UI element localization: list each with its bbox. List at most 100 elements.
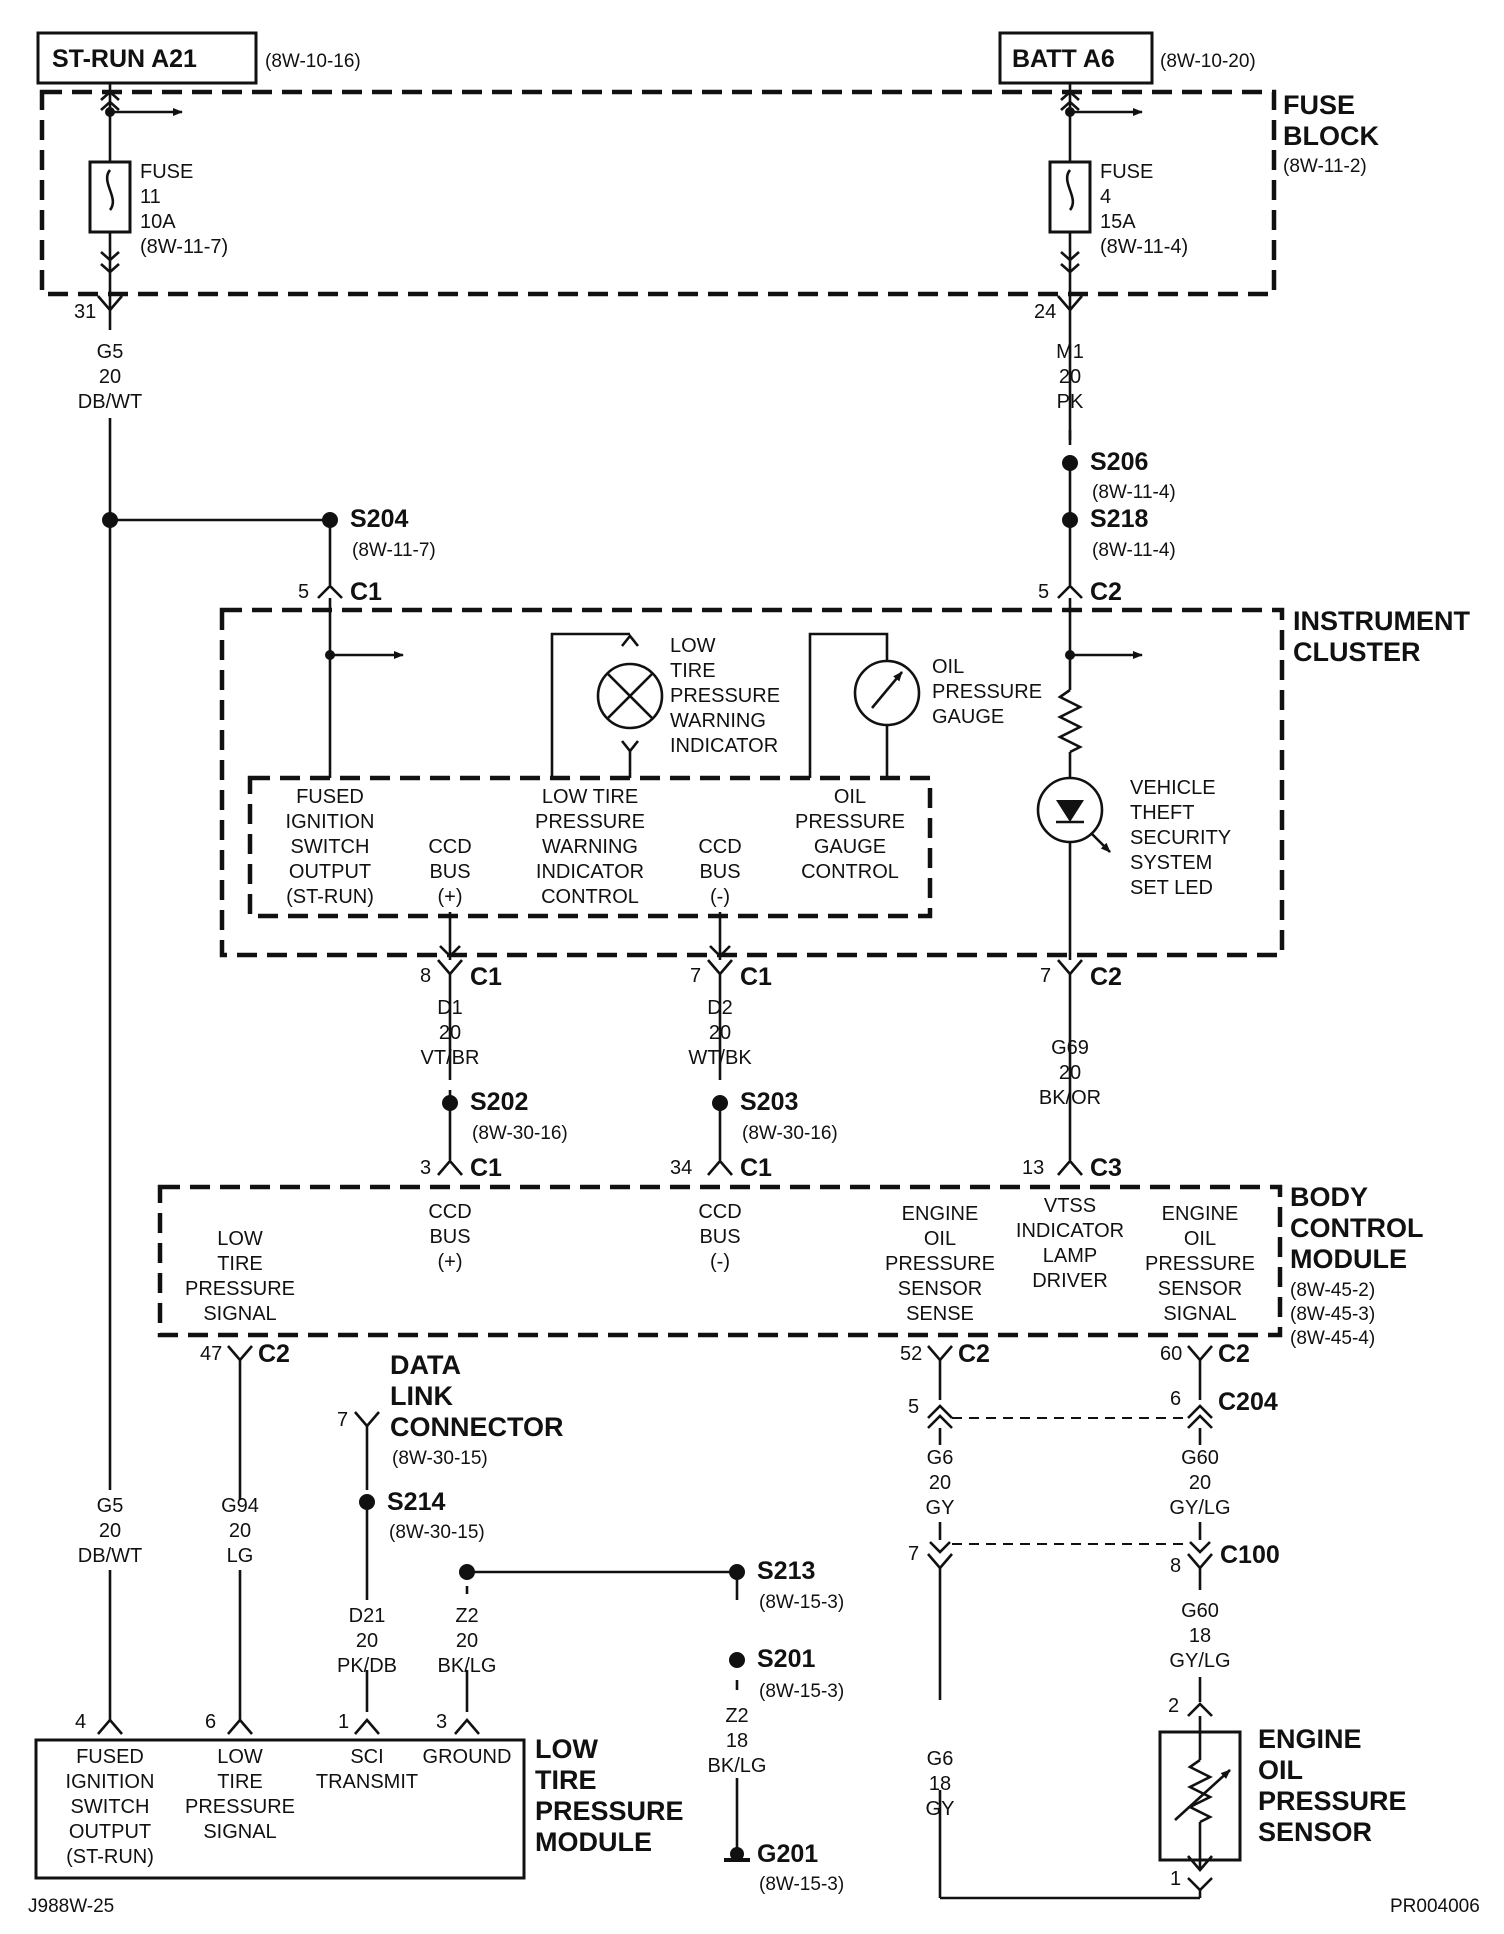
ltpm-low-tire-3: PRESSURE xyxy=(185,1796,295,1818)
ltpm-fused-ign-4: OUTPUT xyxy=(69,1821,151,1843)
oil-gauge-2: PRESSURE xyxy=(932,681,1042,703)
splice-s203: S203 xyxy=(740,1088,798,1116)
ic-c2-7-name: C2 xyxy=(1090,963,1122,991)
wire-g94-2: 20 xyxy=(229,1520,251,1542)
bcm-ccd-minus-2: BUS xyxy=(699,1226,740,1248)
wire-d2-2: 20 xyxy=(709,1022,731,1044)
low-tire-indicator-5: INDICATOR xyxy=(670,735,778,757)
ic-ccd-plus-1: CCD xyxy=(428,836,471,858)
bcm-vtss-3: LAMP xyxy=(1043,1245,1097,1267)
dlc-title-2: LINK xyxy=(390,1381,453,1411)
c100-name: C100 xyxy=(1220,1541,1280,1569)
wire-z2-18-1: Z2 xyxy=(725,1705,748,1727)
ic-oil-ctrl-3: GAUGE xyxy=(814,836,886,858)
splice-s213-ref: (8W-15-3) xyxy=(759,1592,844,1613)
ic-fused-ign-2: IGNITION xyxy=(286,811,375,833)
wire-g5-top-3: DB/WT xyxy=(78,391,142,413)
ic-low-tire-ctrl-2: PRESSURE xyxy=(535,811,645,833)
wire-g5-bottom-3: DB/WT xyxy=(78,1545,142,1567)
wire-d2-1: D2 xyxy=(707,997,733,1019)
ic-c2-7-pin: 7 xyxy=(1040,965,1051,987)
st-run-label: ST-RUN A21 xyxy=(52,45,197,73)
fuse-11-line-2: 11 xyxy=(140,186,161,208)
st-run-ref: (8W-10-16) xyxy=(265,51,361,72)
wire-g5-bottom-2: 20 xyxy=(99,1520,121,1542)
ltpm-low-tire-1: LOW xyxy=(217,1746,263,1768)
fuse-11-line-3: 10A xyxy=(140,211,176,233)
ic-low-tire-ctrl-3: WARNING xyxy=(542,836,638,858)
ic-c1-in-name: C1 xyxy=(350,578,382,606)
fuse-block-title-1: FUSE xyxy=(1283,90,1355,120)
wire-z2-20-1: Z2 xyxy=(455,1605,478,1627)
wire-g6-18-3: GY xyxy=(926,1798,955,1820)
bcm-title-3: MODULE xyxy=(1290,1244,1407,1274)
dlc-title-3: CONNECTOR xyxy=(390,1412,564,1442)
low-tire-warning-lamp xyxy=(550,632,664,778)
low-tire-indicator-4: WARNING xyxy=(670,710,766,732)
instrument-cluster-title-2: CLUSTER xyxy=(1293,637,1421,667)
pin-31: 31 xyxy=(74,301,96,323)
c100-pin-left: 7 xyxy=(908,1543,919,1565)
bcm-c2-52-pin: 52 xyxy=(900,1343,922,1365)
sensor-title-3: PRESSURE xyxy=(1258,1786,1407,1816)
wire-z2-20-3: BK/LG xyxy=(438,1655,497,1677)
batt-source-box xyxy=(998,31,1154,85)
ltpm-pin-6: 6 xyxy=(205,1711,216,1733)
wire-g60-18-2: 18 xyxy=(1189,1625,1211,1647)
bcm-ccd-plus-3: (+) xyxy=(438,1251,463,1273)
wire-g60-20-2: 20 xyxy=(1189,1472,1211,1494)
vts-led-5: SET LED xyxy=(1130,877,1213,899)
ic-fused-ign-wire xyxy=(325,598,404,778)
ic-c1-7-pin: 7 xyxy=(690,965,701,987)
st-run-source-box xyxy=(36,31,258,85)
pin-24: 24 xyxy=(1034,301,1056,323)
wire-g60-20-1: G60 xyxy=(1181,1447,1219,1469)
bcm-title-1: BODY xyxy=(1290,1182,1368,1212)
ic-c1-8-name: C1 xyxy=(470,963,502,991)
wire-z2-20-2: 20 xyxy=(456,1630,478,1652)
splice-s218-ref: (8W-11-4) xyxy=(1092,540,1176,561)
wire-g5-top-1: G5 xyxy=(97,341,124,363)
ltpm-fused-ign-1: FUSED xyxy=(76,1746,144,1768)
wire-m1-2: 20 xyxy=(1059,366,1081,388)
wire-g5-top-2: 20 xyxy=(99,366,121,388)
bcm-oil-signal-2: OIL xyxy=(1184,1228,1216,1250)
wire-d2-3: WT/BK xyxy=(688,1047,752,1069)
ltpm-pin-4: 4 xyxy=(75,1711,86,1733)
fuse-4-line-2: 4 xyxy=(1100,186,1111,208)
c204-pin-left: 5 xyxy=(908,1396,919,1418)
wire-d21-2: 20 xyxy=(356,1630,378,1652)
batt-ref: (8W-10-20) xyxy=(1160,51,1256,72)
batt-label: BATT A6 xyxy=(1012,45,1115,73)
splice-s206-ref: (8W-11-4) xyxy=(1092,482,1176,503)
bcm-vtss-2: INDICATOR xyxy=(1016,1220,1124,1242)
oil-pressure-gauge-icon xyxy=(808,632,921,778)
ic-low-tire-ctrl-4: INDICATOR xyxy=(536,861,644,883)
splice-g201-ref: (8W-15-3) xyxy=(759,1874,844,1895)
sensor-title-4: SENSOR xyxy=(1258,1817,1372,1847)
wire-d1-3: VT/BR xyxy=(421,1047,480,1069)
wire-z2-18-3: BK/LG xyxy=(708,1755,767,1777)
fuse-4-line-1: FUSE xyxy=(1100,161,1153,183)
fuse-block-title-2: BLOCK xyxy=(1283,121,1379,151)
bcm-oil-sense-5: SENSE xyxy=(906,1303,974,1325)
bcm-c3-13-name: C3 xyxy=(1090,1154,1122,1182)
wire-g60-18-3: GY/LG xyxy=(1169,1650,1230,1672)
wire-g69-2: 20 xyxy=(1059,1062,1081,1084)
instrument-cluster-title-1: INSTRUMENT xyxy=(1293,606,1470,636)
wire-g94-1: G94 xyxy=(221,1495,259,1517)
wire-g5-bottom-1: G5 xyxy=(97,1495,124,1517)
fuse-11-wiring xyxy=(88,83,183,330)
wire-g60-20-3: GY/LG xyxy=(1169,1497,1230,1519)
wire-g6-18-2: 18 xyxy=(929,1773,951,1795)
vts-led-circuit xyxy=(1036,598,1143,960)
ic-inner-box xyxy=(247,775,933,919)
fuse-4-line-3: 15A xyxy=(1100,211,1136,233)
wire-d21-3: PK/DB xyxy=(337,1655,397,1677)
ic-oil-ctrl-2: PRESSURE xyxy=(795,811,905,833)
bcm-ref-1: (8W-45-2) xyxy=(1290,1280,1375,1301)
wire-g69-1: G69 xyxy=(1051,1037,1089,1059)
bcm-c1-3-pin: 3 xyxy=(420,1157,431,1179)
splice-s203-ref: (8W-30-16) xyxy=(742,1123,838,1144)
